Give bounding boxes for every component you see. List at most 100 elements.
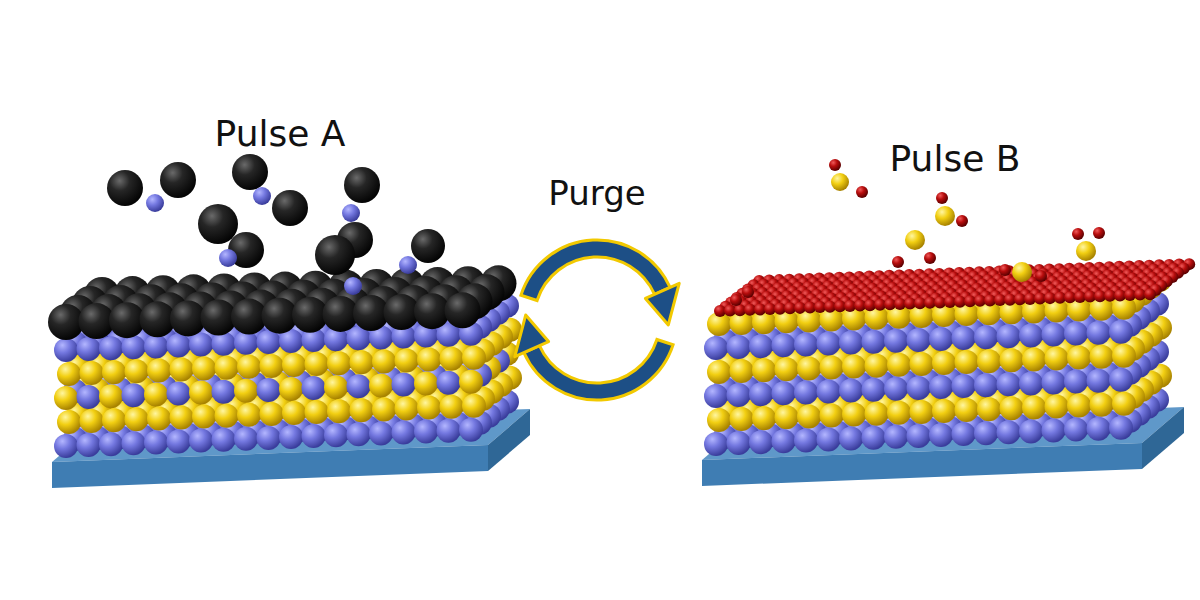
atom-sphere [144, 382, 168, 406]
atom-sphere [865, 402, 889, 426]
cycle-arrow-band [521, 240, 670, 301]
atom-sphere [1064, 418, 1088, 442]
substrate-block-b [702, 159, 1195, 486]
atom-sphere [189, 333, 213, 357]
atom-sphere [122, 383, 146, 407]
atom-sphere [1022, 395, 1046, 419]
atom-sphere [144, 430, 168, 454]
atom-sphere [704, 384, 728, 408]
atom-sphere [1067, 346, 1091, 370]
atom-sphere [147, 406, 171, 430]
atom-sphere [1019, 371, 1043, 395]
atom-sphere [907, 328, 931, 352]
precursor-b-molecule [730, 294, 742, 306]
atom-sphere [775, 405, 799, 429]
atom-sphere [57, 410, 81, 434]
atom-sphere [884, 329, 908, 353]
substrate-block-a [48, 154, 530, 488]
precursor-b-molecule [905, 230, 925, 250]
atom-sphere [99, 432, 123, 456]
atom-sphere [817, 428, 841, 452]
atom-sphere [1067, 394, 1091, 418]
atom-sphere [125, 407, 149, 431]
atom-sphere [99, 384, 123, 408]
precursor-b-molecule [831, 173, 849, 191]
atom-sphere [1109, 416, 1133, 440]
atom-sphere [1019, 419, 1043, 443]
atom-sphere [865, 354, 889, 378]
atom-sphere [77, 337, 101, 361]
atom-sphere [392, 373, 416, 397]
atom-sphere [1045, 395, 1069, 419]
atom-sphere [170, 358, 194, 382]
atom-sphere [794, 428, 818, 452]
atom-sphere [347, 374, 371, 398]
atom-sphere [459, 370, 483, 394]
label-holder: Pulse B [890, 138, 1021, 179]
atom-sphere [797, 404, 821, 428]
cycle-arrow-band [524, 339, 673, 400]
atom-sphere [1022, 347, 1046, 371]
atom-sphere [237, 355, 261, 379]
precursor-a-molecule [344, 167, 380, 203]
atom-sphere [417, 348, 441, 372]
atom-sphere [977, 349, 1001, 373]
atom-sphere [212, 380, 236, 404]
atom-sphere [1000, 348, 1024, 372]
atom-sphere [997, 372, 1021, 396]
atom-sphere [704, 432, 728, 456]
atom-sphere [122, 431, 146, 455]
precursor-a-molecule [411, 229, 445, 263]
precursor-a-molecule [146, 194, 164, 212]
atom-sphere [1109, 320, 1133, 344]
atom-sphere [907, 424, 931, 448]
atom-sphere [234, 331, 258, 355]
atom-sphere [77, 385, 101, 409]
precursor-a-molecule [198, 204, 238, 244]
atom-sphere [147, 358, 171, 382]
atom-sphere [1087, 369, 1111, 393]
atom-sphere [372, 397, 396, 421]
atom-sphere [327, 351, 351, 375]
atom-sphere [1087, 321, 1111, 345]
atom-sphere [324, 375, 348, 399]
atom-sphere [54, 386, 78, 410]
atom-sphere [257, 378, 281, 402]
label-holder: Purge [548, 173, 645, 213]
precursor-b-molecule [1093, 227, 1105, 239]
atom-sphere [752, 406, 776, 430]
atom-sphere [279, 377, 303, 401]
atom-sphere [324, 423, 348, 447]
atom-sphere [1064, 322, 1088, 346]
atom-sphere [820, 404, 844, 428]
atom-sphere [910, 400, 934, 424]
atom-sphere [212, 332, 236, 356]
atom-sphere [974, 421, 998, 445]
atom-sphere [842, 403, 866, 427]
atom-sphere [395, 397, 419, 421]
atom-sphere [1042, 323, 1066, 347]
atom-sphere [839, 331, 863, 355]
precursor-b-molecule [1012, 262, 1032, 282]
atom-sphere [167, 430, 191, 454]
label-holder: Pulse A [215, 113, 346, 154]
atom-sphere [862, 330, 886, 354]
atom-sphere [144, 334, 168, 358]
precursor-a-molecule [232, 154, 268, 190]
atom-sphere [1045, 347, 1069, 371]
atom-sphere [305, 400, 329, 424]
atom-sphere [862, 426, 886, 450]
atom-sphere [257, 426, 281, 450]
atom-sphere [102, 408, 126, 432]
precursor-b-molecule [936, 192, 948, 204]
atom-sphere [752, 358, 776, 382]
atom-sphere [122, 335, 146, 359]
atom-sphere [350, 398, 374, 422]
atom-sphere [862, 378, 886, 402]
atom-sphere [437, 419, 461, 443]
atom-sphere [369, 421, 393, 445]
precursor-b-molecule [742, 286, 754, 298]
atom-sphere [189, 381, 213, 405]
